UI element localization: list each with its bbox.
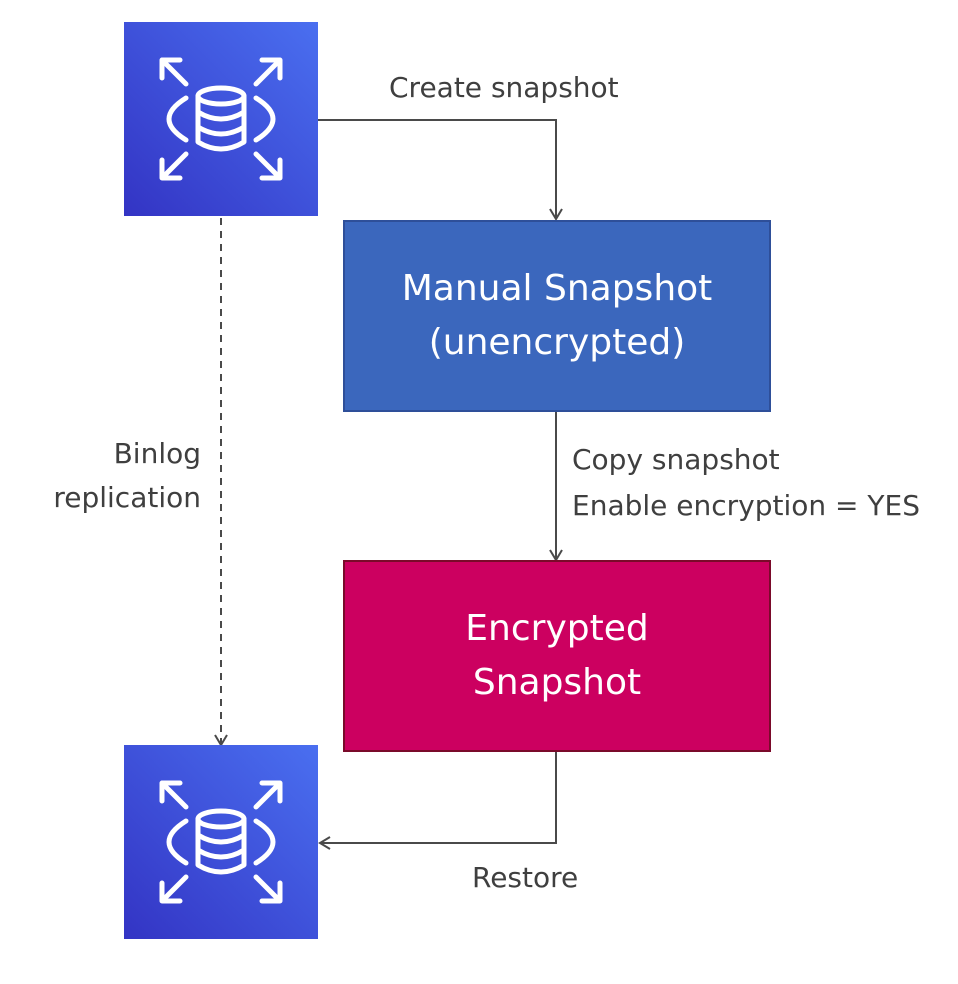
enable-encryption-label: Enable encryption = YES (572, 489, 920, 522)
restore-label: Restore (472, 861, 579, 894)
encrypted-snapshot-box[interactable]: Encrypted Snapshot (343, 560, 771, 752)
replication-label: replication (53, 481, 201, 514)
encrypted-snapshot-title: Encrypted (465, 608, 649, 649)
rds-database-icon (124, 22, 318, 216)
binlog-label: Binlog (113, 437, 201, 470)
manual-snapshot-box[interactable]: Manual Snapshot (unencrypted) (343, 220, 771, 412)
create-snapshot-arrow (318, 119, 563, 221)
create-snapshot-label: Create snapshot (389, 71, 619, 104)
encrypted-snapshot-subtitle: Snapshot (472, 662, 642, 703)
rds-database-icon (124, 745, 318, 939)
copy-snapshot-label: Copy snapshot (572, 443, 780, 476)
restored-database[interactable] (124, 745, 318, 939)
restore-arrow (318, 752, 557, 850)
manual-snapshot-subtitle: (unencrypted) (428, 322, 686, 363)
manual-snapshot-title: Manual Snapshot (401, 268, 713, 309)
source-database[interactable] (124, 22, 318, 216)
